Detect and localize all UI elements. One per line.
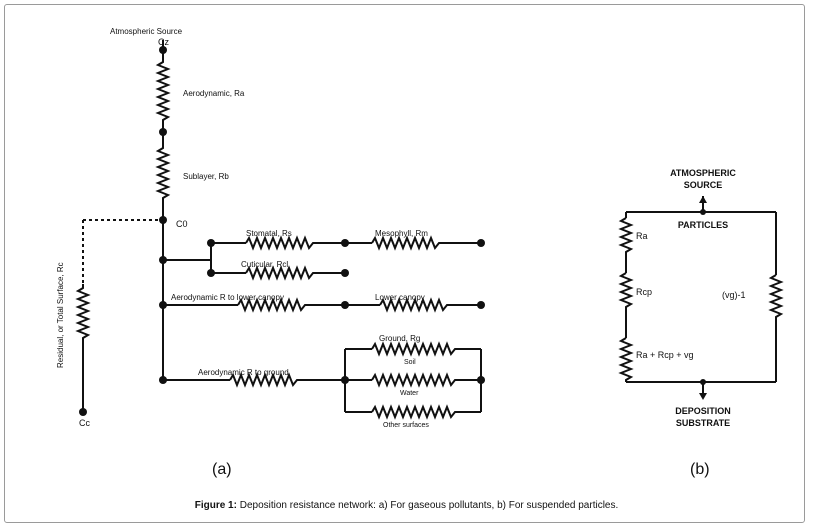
caption-text: Deposition resistance network: a) For ga… <box>239 500 619 511</box>
ra-b-label: Ra <box>636 231 648 241</box>
resistor-rcp-b <box>618 272 634 338</box>
figure-frame <box>4 4 805 523</box>
resistor-ra-b <box>618 217 634 273</box>
node-cz <box>159 46 167 54</box>
resistor-aerodynamic <box>155 52 171 132</box>
resistor-sublayer <box>155 132 171 220</box>
panel-b-label: (b) <box>690 461 710 478</box>
resistor-residual <box>75 284 91 412</box>
lower-canopy-label: Lower canopy <box>375 293 425 302</box>
source-b-label: SOURCE <box>684 180 723 190</box>
node-mid <box>159 128 167 136</box>
deposition-label: DEPOSITION <box>675 406 731 416</box>
stomatal-label: Stomatal, Rs <box>246 229 292 238</box>
aerodynamic-label: Aerodynamic, Ra <box>183 89 245 98</box>
panel-a-label: (a) <box>212 461 232 478</box>
mesophyll-label: Mesophyll, Rm <box>375 229 428 238</box>
node-b-bottom <box>700 379 706 385</box>
resistor-stomatal <box>245 235 345 251</box>
caption-label: Figure 1: <box>194 500 237 511</box>
vg-inv-b-label: (vg)-1 <box>722 290 746 300</box>
resistor-lower-canopy <box>379 297 481 313</box>
aero-ground-label: Aerodynamic R to ground <box>198 368 289 377</box>
ground-label: Ground, Rg <box>379 334 420 343</box>
resistor-ground <box>371 341 481 357</box>
substrate-label: SUBSTRATE <box>676 418 730 428</box>
combo-b-label: Ra + Rcp + vg <box>636 350 694 360</box>
residual-label: Residual, or Total Surface, Rc <box>56 262 65 368</box>
soil-label: Soil <box>404 359 416 366</box>
resistor-combo-b <box>618 337 634 382</box>
figure-caption: Figure 1: Deposition resistance network:… <box>0 500 813 511</box>
sublayer-label: Sublayer, Rb <box>183 172 229 181</box>
node-c0 <box>159 216 167 224</box>
resistor-vg-inv-b <box>768 274 784 382</box>
resistor-aero-ground <box>229 372 345 388</box>
cuticular-label: Cuticular, Rcl <box>241 260 288 269</box>
arrow-down-icon <box>699 393 707 400</box>
resistor-aero-lower <box>237 297 345 313</box>
node-cc <box>79 408 87 416</box>
node-b-top <box>700 209 706 215</box>
rcp-b-label: Rcp <box>636 287 652 297</box>
cc-label: Cc <box>79 418 90 428</box>
source-label: Atmospheric Source <box>110 27 183 36</box>
aero-lower-label: Aerodynamic R to lower canopy <box>171 293 284 302</box>
resistor-cuticular <box>245 265 345 281</box>
source-node-label: Cz <box>158 37 169 47</box>
other-surfaces-label: Other surfaces <box>383 422 429 429</box>
c0-label: C0 <box>176 219 188 229</box>
water-label: Water <box>400 390 419 397</box>
resistor-water <box>371 372 481 388</box>
resistor-mesophyll <box>371 235 481 251</box>
atmospheric-label: ATMOSPHERIC <box>670 168 736 178</box>
particles-label: PARTICLES <box>678 220 728 230</box>
arrow-up-icon <box>699 196 707 203</box>
resistor-other-surfaces <box>371 404 481 420</box>
